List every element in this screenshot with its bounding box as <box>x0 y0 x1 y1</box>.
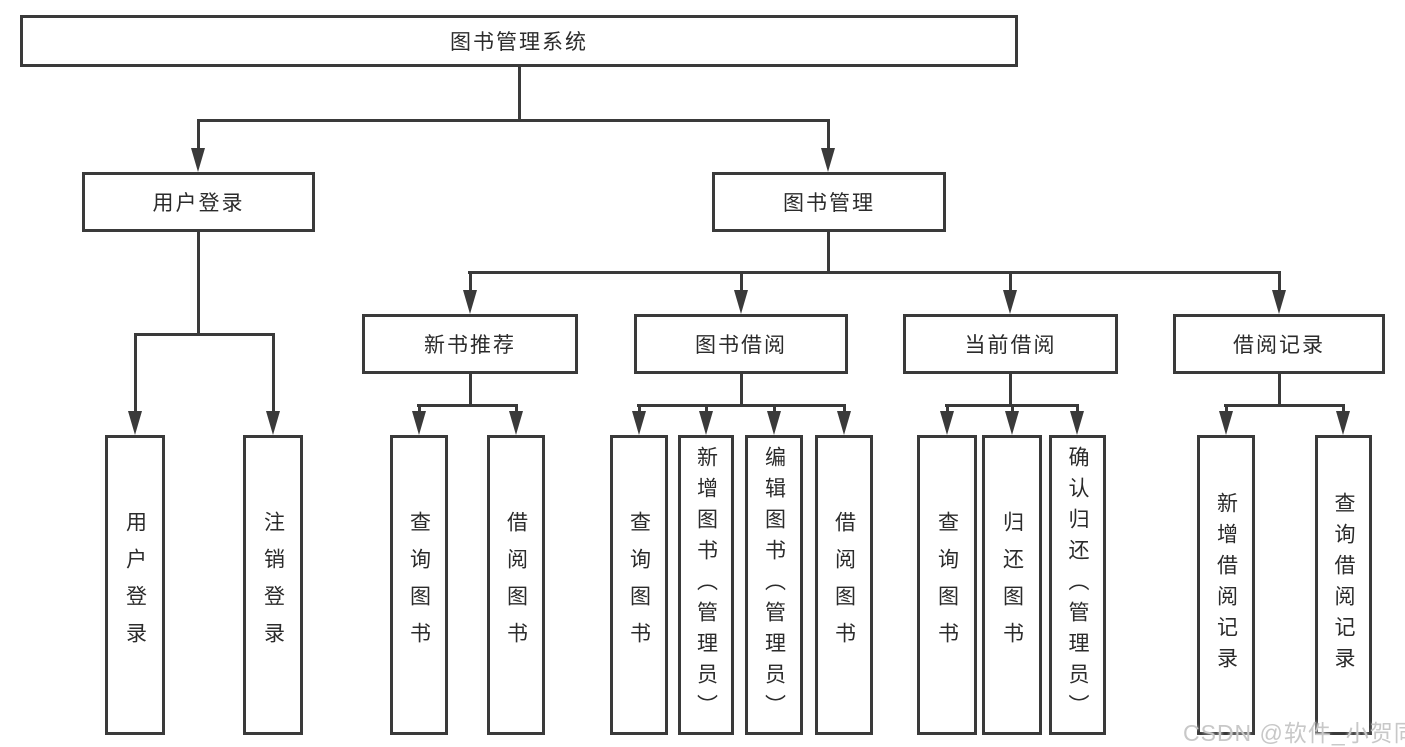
node-root-label: 图书管理系统 <box>450 31 588 54</box>
leaf-borrow-query-books: 查询图书 <box>610 435 668 735</box>
node-new-book-recommend: 新书推荐 <box>362 314 578 374</box>
connector-line <box>469 374 472 406</box>
node-root: 图书管理系统 <box>20 15 1018 67</box>
connector-line <box>134 333 137 412</box>
arrowhead-icon <box>1003 290 1017 314</box>
arrowhead-icon <box>821 148 835 172</box>
connector-line <box>1009 374 1012 406</box>
connector-line <box>1011 404 1014 413</box>
leaf-logout: 注销登录 <box>243 435 303 735</box>
connector-line <box>134 333 275 336</box>
connector-line <box>638 404 641 413</box>
connector-line <box>1278 271 1281 291</box>
connector-line <box>518 67 521 121</box>
leaf-return-books: 归还图书 <box>982 435 1042 735</box>
leaf-recommend-borrow-books: 借阅图书 <box>487 435 545 735</box>
leaf-add-borrow-record-label: 新增借阅记录 <box>1214 492 1238 678</box>
arrowhead-icon <box>1336 411 1350 435</box>
leaf-logout-label: 注销登录 <box>261 511 285 659</box>
connector-line <box>740 271 743 291</box>
connector-line <box>197 119 200 150</box>
connector-line <box>418 404 421 413</box>
leaf-current-query-books: 查询图书 <box>917 435 977 735</box>
arrowhead-icon <box>699 411 713 435</box>
node-book-management: 图书管理 <box>712 172 946 232</box>
connector-line <box>1224 404 1345 407</box>
leaf-edit-books-admin-label: 编辑图书（管理员） <box>762 445 786 725</box>
node-book-management-label: 图书管理 <box>783 192 875 215</box>
leaf-edit-books-admin: 编辑图书（管理员） <box>745 435 803 735</box>
arrowhead-icon <box>837 411 851 435</box>
connector-line <box>469 271 472 291</box>
leaf-user-login: 用户登录 <box>105 435 165 735</box>
connector-line <box>740 374 743 406</box>
arrowhead-icon <box>412 411 426 435</box>
arrowhead-icon <box>1272 290 1286 314</box>
leaf-recommend-query-books: 查询图书 <box>390 435 448 735</box>
node-borrow-record-label: 借阅记录 <box>1233 334 1325 357</box>
node-book-borrow-label: 图书借阅 <box>695 334 787 357</box>
leaf-borrow-books-label: 借阅图书 <box>832 511 856 659</box>
leaf-user-login-label: 用户登录 <box>123 511 147 659</box>
node-current-borrow-label: 当前借阅 <box>964 334 1057 357</box>
leaf-recommend-query-books-label: 查询图书 <box>407 511 431 659</box>
connector-line <box>1278 374 1281 406</box>
leaf-confirm-return-admin-label: 确认归还（管理员） <box>1066 445 1089 725</box>
leaf-add-borrow-record: 新增借阅记录 <box>1197 435 1255 735</box>
connector-line <box>637 404 846 407</box>
connector-line <box>1342 404 1345 413</box>
connector-line <box>773 404 776 413</box>
connector-line <box>468 271 1281 274</box>
node-current-borrow: 当前借阅 <box>903 314 1118 374</box>
arrowhead-icon <box>767 411 781 435</box>
node-user-login-label: 用户登录 <box>152 192 245 215</box>
leaf-return-books-label: 归还图书 <box>1000 511 1024 659</box>
arrowhead-icon <box>940 411 954 435</box>
leaf-borrow-query-books-label: 查询图书 <box>627 511 651 659</box>
node-new-book-recommend-label: 新书推荐 <box>424 334 516 357</box>
connector-line <box>417 404 518 407</box>
connector-line <box>946 404 949 413</box>
node-borrow-record: 借阅记录 <box>1173 314 1385 374</box>
arrowhead-icon <box>1005 411 1019 435</box>
connector-line <box>197 119 830 122</box>
arrowhead-icon <box>1219 411 1233 435</box>
leaf-query-borrow-record: 查询借阅记录 <box>1315 435 1372 735</box>
connector-line <box>1225 404 1228 413</box>
connector-line <box>1009 271 1012 291</box>
leaf-recommend-borrow-books-label: 借阅图书 <box>504 511 528 659</box>
arrowhead-icon <box>632 411 646 435</box>
arrowhead-icon <box>128 411 142 435</box>
connector-line <box>705 404 708 413</box>
connector-line <box>827 119 830 150</box>
leaf-borrow-books: 借阅图书 <box>815 435 873 735</box>
csdn-watermark: CSDN @软件_小贺同学 <box>1183 720 1405 746</box>
arrowhead-icon <box>509 411 523 435</box>
arrowhead-icon <box>266 411 280 435</box>
connector-line <box>1076 404 1079 413</box>
connector-line <box>272 333 275 412</box>
node-book-borrow: 图书借阅 <box>634 314 848 374</box>
arrowhead-icon <box>191 148 205 172</box>
node-user-login: 用户登录 <box>82 172 315 232</box>
connector-line <box>843 404 846 413</box>
connector-line <box>515 404 518 413</box>
leaf-current-query-books-label: 查询图书 <box>935 511 959 659</box>
arrowhead-icon <box>463 290 477 314</box>
leaf-confirm-return-admin: 确认归还（管理员） <box>1049 435 1106 735</box>
leaf-add-books-admin: 新增图书（管理员） <box>678 435 734 735</box>
arrowhead-icon <box>1070 411 1084 435</box>
connector-line <box>827 232 830 273</box>
arrowhead-icon <box>734 290 748 314</box>
leaf-add-books-admin-label: 新增图书（管理员） <box>694 445 718 725</box>
leaf-query-borrow-record-label: 查询借阅记录 <box>1332 492 1355 678</box>
connector-line <box>197 232 200 335</box>
